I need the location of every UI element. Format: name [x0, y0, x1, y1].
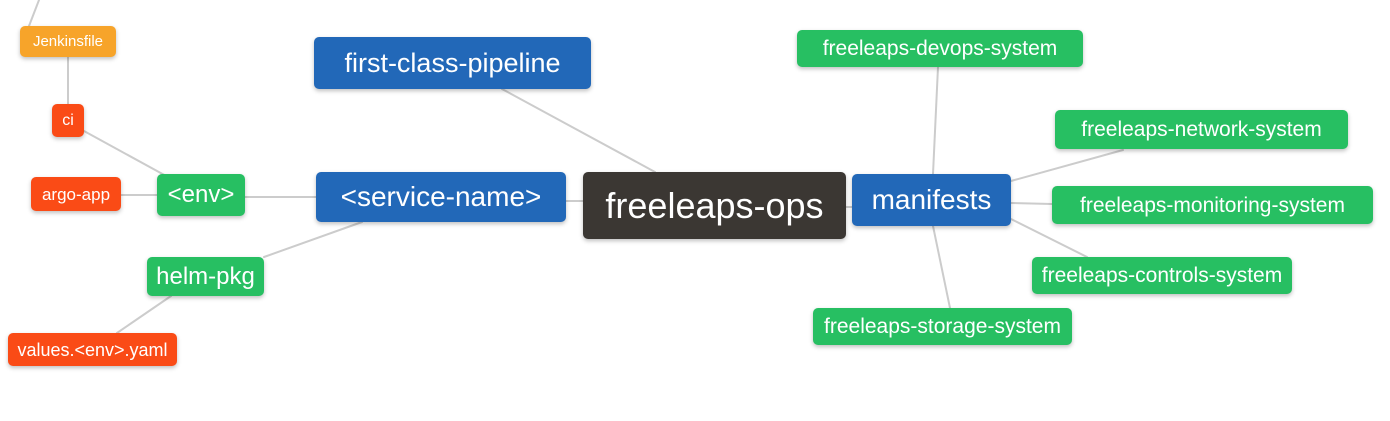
- node-service-name[interactable]: <service-name>: [316, 172, 566, 222]
- edge-manifests-freeleaps-controls-system: [1010, 218, 1088, 258]
- edge-manifests-freeleaps-monitoring-system: [1010, 202, 1053, 205]
- node-argo-app[interactable]: argo-app: [31, 177, 121, 211]
- edge-manifests-freeleaps-storage-system: [932, 225, 951, 309]
- node-env[interactable]: <env>: [157, 174, 245, 216]
- node-helm-pkg[interactable]: helm-pkg: [147, 257, 264, 296]
- edge-offscreen-parent-jenkinsfile: [28, 0, 40, 27]
- edge-ci-env: [83, 130, 169, 178]
- node-freeleaps-storage-system[interactable]: freeleaps-storage-system: [813, 308, 1072, 345]
- edge-first-class-pipeline-freeleaps-ops: [501, 88, 656, 173]
- edge-manifests-freeleaps-network-system: [1010, 149, 1124, 182]
- edge-manifests-freeleaps-devops-system: [932, 66, 939, 175]
- node-freeleaps-network-system[interactable]: freeleaps-network-system: [1055, 110, 1348, 149]
- edge-values-env-yaml-helm-pkg: [116, 295, 172, 334]
- node-manifests[interactable]: manifests: [852, 174, 1011, 226]
- node-freeleaps-monitoring-system[interactable]: freeleaps-monitoring-system: [1052, 186, 1373, 224]
- node-values-env-yaml[interactable]: values.<env>.yaml: [8, 333, 177, 366]
- node-freeleaps-devops-system[interactable]: freeleaps-devops-system: [797, 30, 1083, 67]
- node-ci[interactable]: ci: [52, 104, 84, 137]
- edge-helm-pkg-service-name: [263, 221, 363, 258]
- node-freeleaps-ops[interactable]: freeleaps-ops: [583, 172, 846, 239]
- node-first-class-pipeline[interactable]: first-class-pipeline: [314, 37, 591, 89]
- node-jenkinsfile[interactable]: Jenkinsfile: [20, 26, 116, 57]
- node-freeleaps-controls-system[interactable]: freeleaps-controls-system: [1032, 257, 1292, 294]
